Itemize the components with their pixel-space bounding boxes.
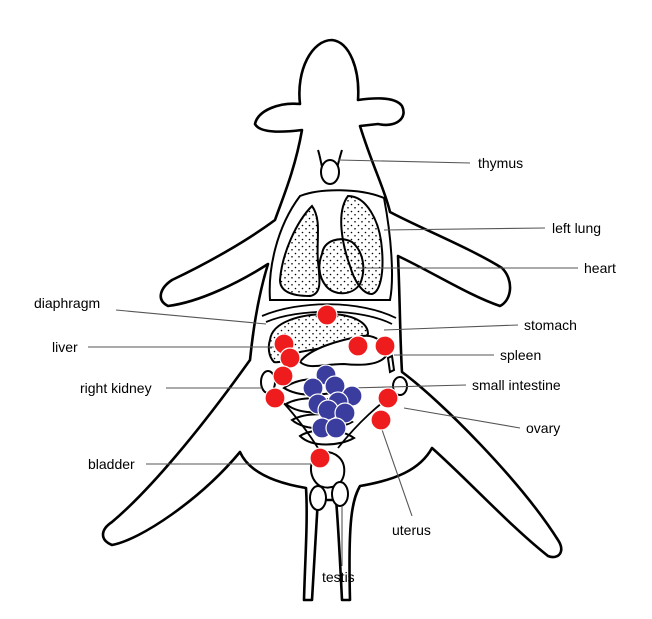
red-marker [347,335,369,357]
organ-labels: thymus left lung heart diaphragm stomach… [34,155,616,585]
leader-diaphragm [115,309,267,325]
label-thymus: thymus [478,155,523,171]
label-heart: heart [584,260,616,276]
leader-left-lung [383,227,546,231]
red-marker [279,347,301,369]
organs [260,149,408,511]
label-diaphragm: diaphragm [34,295,100,311]
label-testis: testis [322,569,355,585]
testis-organ-right [331,481,349,507]
label-small-intestine: small intestine [472,377,561,393]
leader-thymus [337,159,471,164]
red-markers [264,304,399,469]
red-marker [370,409,392,431]
red-marker [309,447,331,469]
label-bladder: bladder [88,456,135,472]
label-left-lung: left lung [552,220,601,236]
leader-small-intestine [349,384,467,389]
leader-uterus [379,423,413,517]
red-marker [374,335,396,357]
red-marker [272,365,294,387]
label-stomach: stomach [524,317,577,333]
red-marker [264,387,286,409]
blue-marker [325,417,347,439]
red-marker [316,304,338,326]
leader-stomach [383,324,519,331]
label-right-kidney: right kidney [80,380,152,396]
blue-markers [302,364,363,439]
label-uterus: uterus [392,522,431,538]
label-ovary: ovary [526,420,560,436]
label-liver: liver [52,339,78,355]
spleen-organ [386,354,396,374]
right-lung-organ [278,204,321,298]
label-spleen: spleen [500,347,541,363]
diaphragm-organ [261,303,397,319]
red-marker [377,387,399,409]
testis-organ-left [309,485,327,511]
leader-ovary [403,407,521,429]
heart-organ [318,238,365,295]
leader-lines [88,159,578,566]
